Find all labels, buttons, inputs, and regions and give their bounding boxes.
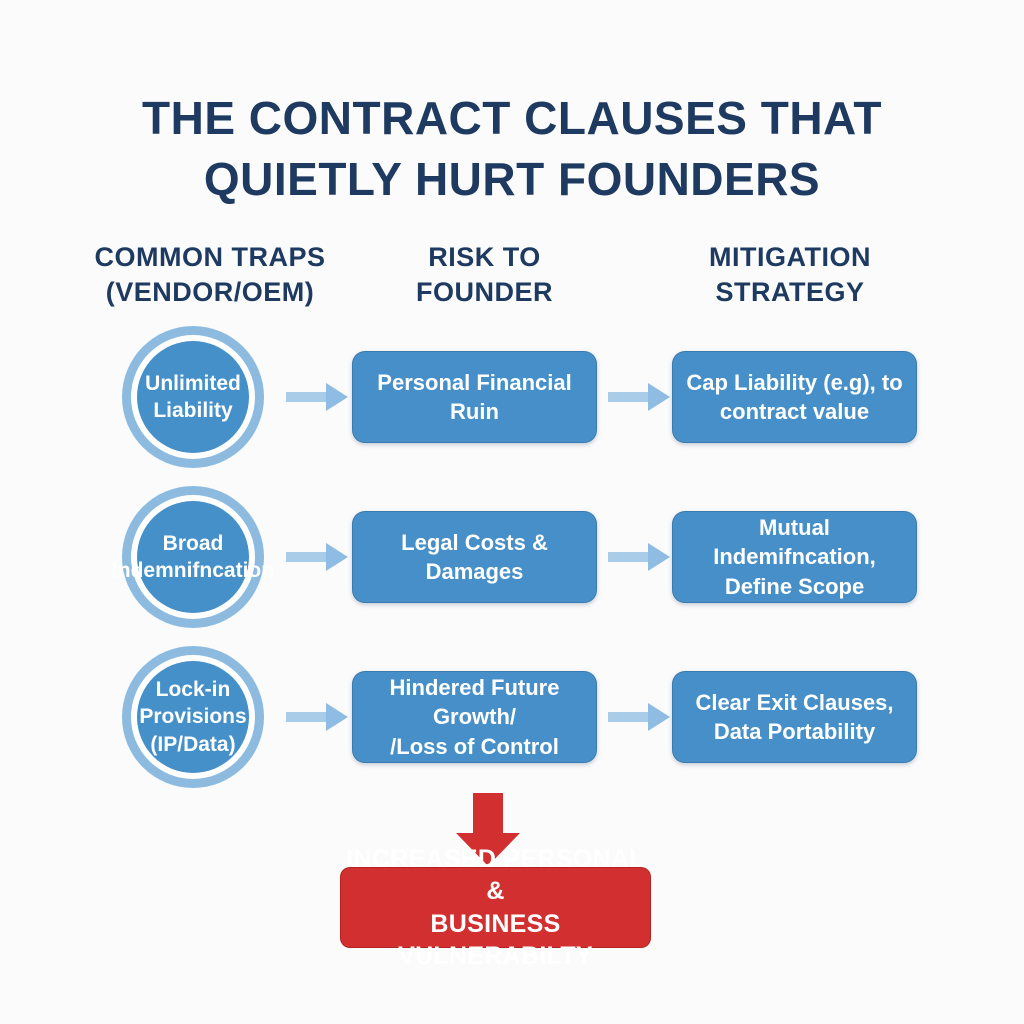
trap-circle-line: Lock-in (155, 678, 231, 702)
mitigation-box-line: Define Scope (724, 573, 865, 599)
trap-circle-line: Provisions (139, 705, 247, 729)
column-header-risk-line2: FOUNDER (416, 277, 553, 308)
mitigation-box-line: contract value (719, 399, 870, 424)
risk-box-line: /Loss of Control (390, 733, 559, 759)
mitigation-box-clear-exit-clauses: Clear Exit Clauses, Data Portability (672, 671, 917, 763)
risk-box-line: Personal Financial (377, 369, 572, 395)
arrow-shaft (286, 712, 326, 722)
outcome-box-line2: BUSINESS VULNERABILTY (398, 909, 593, 971)
trap-circle-line: Liability (153, 399, 233, 422)
mitigation-box-cap-liability: Cap Liability (e.g), to contract value (672, 351, 917, 443)
risk-box-line: Hindered Future Growth/ (389, 675, 560, 730)
page-title-line1: THE CONTRACT CLAUSES THAT (142, 92, 882, 144)
arrow-shaft (286, 392, 326, 402)
trap-circle-line: (IP/Data) (150, 732, 236, 756)
column-header-mitigation-strategy: MITIGATION STRATEGY (655, 240, 925, 310)
arrow-shaft (473, 793, 503, 833)
mitigation-box-line: Clear Exit Clauses, (695, 689, 894, 715)
column-header-mitigation-line1: MITIGATION (709, 242, 871, 272)
arrow-right-icon (608, 543, 670, 571)
arrow-right-icon (286, 383, 348, 411)
trap-circle-unlimited-liability: Unlimited Liability (137, 341, 249, 453)
page-title: THE CONTRACT CLAUSES THAT QUIETLY HURT F… (0, 88, 1024, 209)
arrow-shaft (286, 552, 326, 562)
column-header-common-traps: COMMON TRAPS (VENDOR/OEM) (45, 240, 375, 310)
risk-box-personal-financial-ruin: Personal Financial Ruin (352, 351, 597, 443)
arrow-head (456, 833, 520, 866)
mitigation-box-line: Data Portability (713, 719, 876, 744)
trap-circle-line: Indemnifncation (111, 559, 275, 582)
arrow-right-icon (608, 703, 670, 731)
trap-circle-lock-in-provisions: Lock-in Provisions (IP/Data) (137, 661, 249, 773)
arrow-head (326, 383, 348, 411)
column-header-common-traps-line1: COMMON TRAPS (94, 242, 326, 272)
arrow-head (326, 543, 348, 571)
page-title-line2: QUIETLY HURT FOUNDERS (203, 152, 821, 205)
arrow-shaft (608, 552, 648, 562)
outcome-box-line1: INCREASED PERSONAL & (346, 844, 645, 906)
mitigation-box-mutual-indemnification: Mutual Indemifncation, Define Scope (672, 511, 917, 603)
arrow-right-icon (608, 383, 670, 411)
arrow-shaft (608, 392, 648, 402)
arrow-head (648, 703, 670, 731)
column-header-risk-to-founder: RISK TO FOUNDER (372, 240, 597, 310)
risk-box-line: Ruin (450, 399, 499, 424)
risk-box-line: Damages (425, 559, 524, 584)
outcome-box-increased-vulnerability: INCREASED PERSONAL & BUSINESS VULNERABIL… (340, 845, 651, 970)
trap-circle-line: Unlimited (145, 371, 241, 395)
arrow-head (326, 703, 348, 731)
mitigation-box-line: Mutual Indemifncation, (713, 515, 876, 570)
arrow-right-icon (286, 703, 348, 731)
column-header-risk-line1: RISK TO (428, 242, 541, 272)
risk-box-hindered-future-growth: Hindered Future Growth/ /Loss of Control (352, 671, 597, 763)
column-header-mitigation-line2: STRATEGY (715, 277, 865, 308)
arrow-right-icon (286, 543, 348, 571)
mitigation-box-line: Cap Liability (e.g), to (686, 369, 903, 395)
arrow-down-icon (456, 793, 520, 866)
risk-box-legal-costs-damages: Legal Costs & Damages (352, 511, 597, 603)
column-header-common-traps-line2: (VENDOR/OEM) (105, 277, 315, 308)
risk-box-line: Legal Costs & (401, 529, 548, 555)
arrow-shaft (608, 712, 648, 722)
trap-circle-broad-indemnification: Broad Indemnifncation (112, 501, 274, 613)
arrow-head (648, 383, 670, 411)
trap-circle-line: Broad (162, 531, 224, 555)
arrow-head (648, 543, 670, 571)
